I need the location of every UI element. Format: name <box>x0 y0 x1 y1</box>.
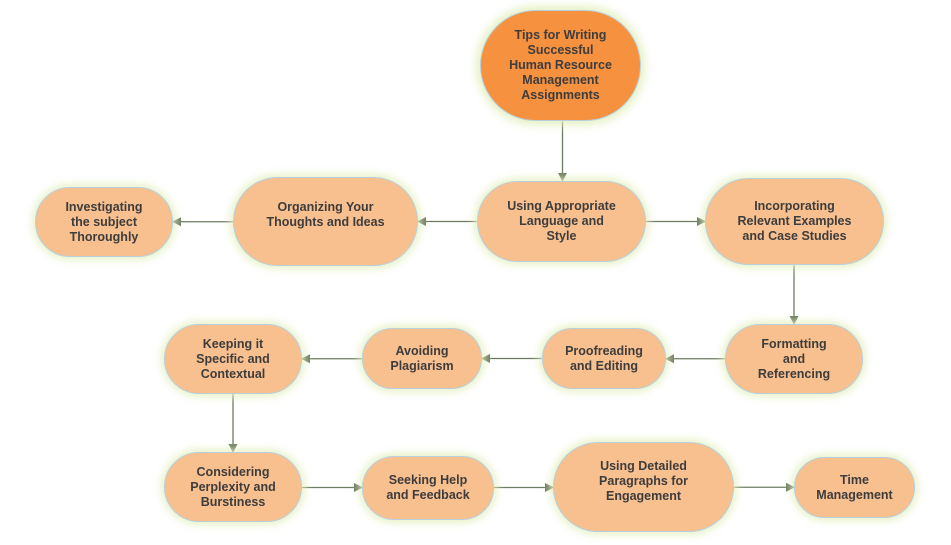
node-investigating[interactable]: Investigating the subject Thoroughly <box>35 187 173 257</box>
node-examples[interactable]: Incorporating Relevant Examples and Case… <box>705 178 884 265</box>
node-perplexity[interactable]: Considering Perplexity and Burstiness <box>164 452 302 522</box>
node-root[interactable]: Tips for Writing Successful Human Resour… <box>480 10 641 121</box>
node-label: Investigating the subject Thoroughly <box>65 199 143 244</box>
node-label: Time Management <box>816 472 893 502</box>
node-plagiarism[interactable]: Avoiding Plagiarism <box>362 328 482 389</box>
node-label: Formatting and Referencing <box>757 336 831 381</box>
node-paragraphs[interactable]: Using Detailed Paragraphs for Engagement <box>553 442 734 532</box>
node-keeping[interactable]: Keeping it Specific and Contextual <box>164 324 302 394</box>
node-time[interactable]: Time Management <box>794 457 915 518</box>
node-organizing[interactable]: Organizing Your Thoughts and Ideas <box>233 177 418 266</box>
node-label: Seeking Help and Feedback <box>386 473 470 502</box>
node-label: Using Appropriate Language and Style <box>507 199 616 243</box>
node-label: Organizing Your Thoughts and Ideas <box>266 200 385 229</box>
node-label: Keeping it Specific and Contextual <box>196 336 270 381</box>
node-language[interactable]: Using Appropriate Language and Style <box>477 181 646 262</box>
node-formatting[interactable]: Formatting and Referencing <box>725 324 863 394</box>
node-proofreading[interactable]: Proofreading and Editing <box>542 328 666 389</box>
node-label: Avoiding Plagiarism <box>390 343 454 373</box>
node-help[interactable]: Seeking Help and Feedback <box>362 456 494 520</box>
node-label: Using Detailed Paragraphs for Engagement <box>599 459 688 503</box>
node-label: Tips for Writing Successful Human Resour… <box>509 28 612 102</box>
node-label: Considering Perplexity and Burstiness <box>190 464 276 509</box>
node-label: Incorporating Relevant Examples and Case… <box>737 199 852 243</box>
node-label: Proofreading and Editing <box>565 343 643 373</box>
